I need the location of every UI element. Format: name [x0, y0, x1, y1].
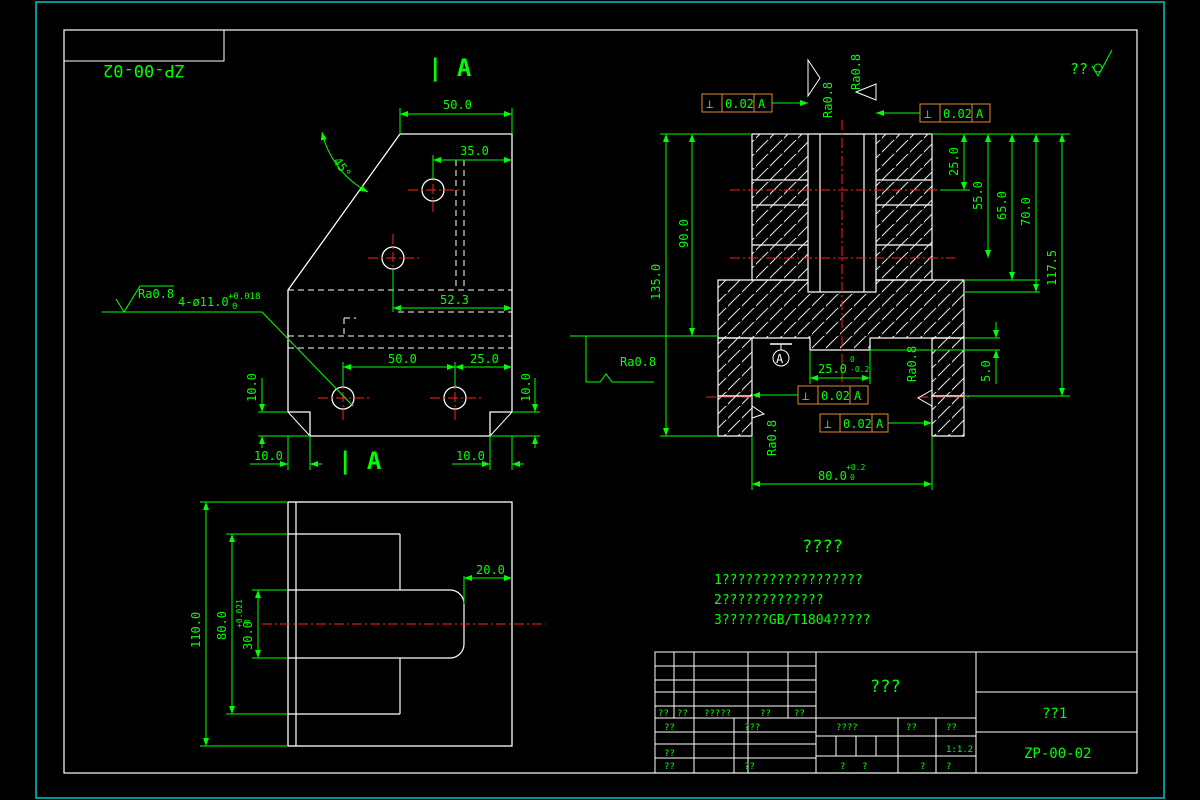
section-view: A ⊥ 0.02 A ⊥ 0.02 A	[570, 54, 1070, 490]
svg-text:⊥: ⊥	[802, 389, 809, 403]
part-name: ???	[870, 677, 901, 697]
slot-tol-upper: 0	[850, 355, 855, 364]
svg-text:⊥: ⊥	[824, 417, 831, 431]
svg-text:????: ????	[836, 723, 858, 733]
svg-text:?????: ?????	[704, 709, 731, 719]
svg-text:?: ?	[862, 762, 867, 772]
inner-border	[63, 29, 1138, 774]
company-name: ??1	[1042, 706, 1067, 722]
front-view: 50.0 35.0 45° 4-ø11.0 +0.018 0 Ra0.8 52.…	[102, 98, 540, 470]
roughness-sec-3: Ra0.8	[620, 355, 656, 369]
base-tol-upper: +0.2	[846, 463, 865, 472]
dim-80: 80.0	[215, 611, 229, 640]
svg-text:??: ??	[664, 723, 675, 733]
svg-text:A: A	[976, 107, 984, 121]
dim-65: 65.0	[995, 191, 1009, 220]
svg-text:??: ??	[677, 709, 688, 719]
svg-text:??: ??	[906, 723, 917, 733]
dim-angle: 45°	[330, 155, 354, 181]
dim-55: 55.0	[971, 181, 985, 210]
dim-70: 70.0	[1019, 197, 1033, 226]
svg-text:⊥: ⊥	[706, 97, 713, 111]
svg-text:??: ??	[658, 709, 669, 719]
slot-30-tol-upper: +0.021	[235, 599, 244, 628]
dim-110: 110.0	[189, 612, 203, 648]
base-tol-lower: 0	[850, 473, 855, 482]
svg-text:A: A	[758, 97, 766, 111]
hole-tol-upper: +0.018	[228, 292, 261, 302]
datum-a: A	[770, 343, 792, 367]
mirrored-drawing-number: ZP-00-02	[103, 60, 185, 80]
svg-text:???: ???	[744, 723, 760, 733]
slot-tol-lower: -0.2	[850, 365, 869, 374]
svg-text:0.02: 0.02	[725, 97, 754, 111]
dim-25v: 25.0	[947, 147, 961, 176]
dim-20: 20.0	[476, 563, 505, 577]
tol-frame-4: ⊥ 0.02 A	[819, 413, 932, 433]
hole-tol-lower: 0	[232, 302, 237, 312]
section-mark-bottom: | A	[338, 447, 382, 475]
note-1: 1??????????????????	[714, 573, 863, 588]
outer-border	[35, 1, 1165, 799]
tol-frame-3: ⊥ 0.02 A	[752, 385, 869, 405]
top-view: 110.0 80.0 30.0 +0.021 0 20.0	[189, 501, 546, 747]
svg-text:??: ??	[946, 723, 957, 733]
roughness-sec-5: Ra0.8	[905, 346, 919, 382]
dim-right-chamfer: 10.0	[456, 449, 485, 463]
general-roughness: ??	[1070, 49, 1113, 78]
svg-text:0.02: 0.02	[821, 389, 850, 403]
dim-slot-25: 25.0	[818, 362, 847, 376]
mirrored-number-box: ZP-00-02	[63, 29, 225, 80]
section-mark-top: | A	[428, 54, 472, 82]
dim-right-height: 10.0	[519, 373, 533, 402]
svg-text:??: ??	[664, 749, 675, 759]
svg-text:A: A	[876, 417, 884, 431]
hole-callout: 4-ø11.0	[178, 295, 229, 309]
dim-slot-30: 30.0	[241, 621, 255, 650]
dim-52: 52.3	[440, 293, 469, 307]
svg-text:A: A	[854, 389, 862, 403]
scale: 1:1.2	[946, 745, 973, 755]
svg-text:??: ??	[744, 762, 755, 772]
title-block: ??? ??1 ZP-00-02 1:1.2 ?? ?? ????? ?? ??…	[654, 651, 1138, 774]
svg-text:??: ??	[760, 709, 771, 719]
svg-text:?: ?	[920, 762, 925, 772]
tol-frame-2: ⊥ 0.02 A	[876, 103, 991, 123]
dim-5: 5.0	[979, 360, 993, 382]
dim-top-width: 50.0	[443, 98, 472, 112]
dim-left-chamfer: 10.0	[254, 449, 283, 463]
dim-hole-spacing: 50.0	[388, 352, 417, 366]
note-3: 3??????GB/T1804?????	[714, 613, 871, 628]
svg-text:??: ??	[664, 762, 675, 772]
roughness-front: Ra0.8	[138, 287, 174, 301]
svg-text:A: A	[776, 352, 784, 366]
roughness-sec-2: Ra0.8	[849, 54, 863, 90]
roughness-sec-4: Ra0.8	[765, 420, 779, 456]
tol-frame-1: ⊥ 0.02 A	[701, 93, 808, 113]
svg-text:0.02: 0.02	[943, 107, 972, 121]
svg-text:?: ?	[840, 762, 845, 772]
dim-base-80: 80.0	[818, 469, 847, 483]
roughness-sec-1: Ra0.8	[821, 82, 835, 118]
technical-notes: ???? 1?????????????????? 2????????????? …	[714, 537, 871, 628]
svg-text:??: ??	[1070, 60, 1088, 78]
svg-text:⊥: ⊥	[924, 107, 931, 121]
dim-hole-offset: 35.0	[460, 144, 489, 158]
dim-117: 117.5	[1045, 250, 1059, 286]
dim-left-height: 10.0	[245, 373, 259, 402]
svg-text:0.02: 0.02	[843, 417, 872, 431]
note-2: 2?????????????	[714, 593, 824, 608]
dim-edge-25: 25.0	[470, 352, 499, 366]
slot-30-tol-lower: 0	[243, 619, 252, 624]
dim-90: 90.0	[677, 219, 691, 248]
svg-text:?: ?	[946, 762, 951, 772]
svg-text:??: ??	[794, 709, 805, 719]
title-drawing-number: ZP-00-02	[1024, 746, 1091, 762]
notes-title: ????	[802, 537, 843, 557]
dim-135: 135.0	[649, 264, 663, 300]
